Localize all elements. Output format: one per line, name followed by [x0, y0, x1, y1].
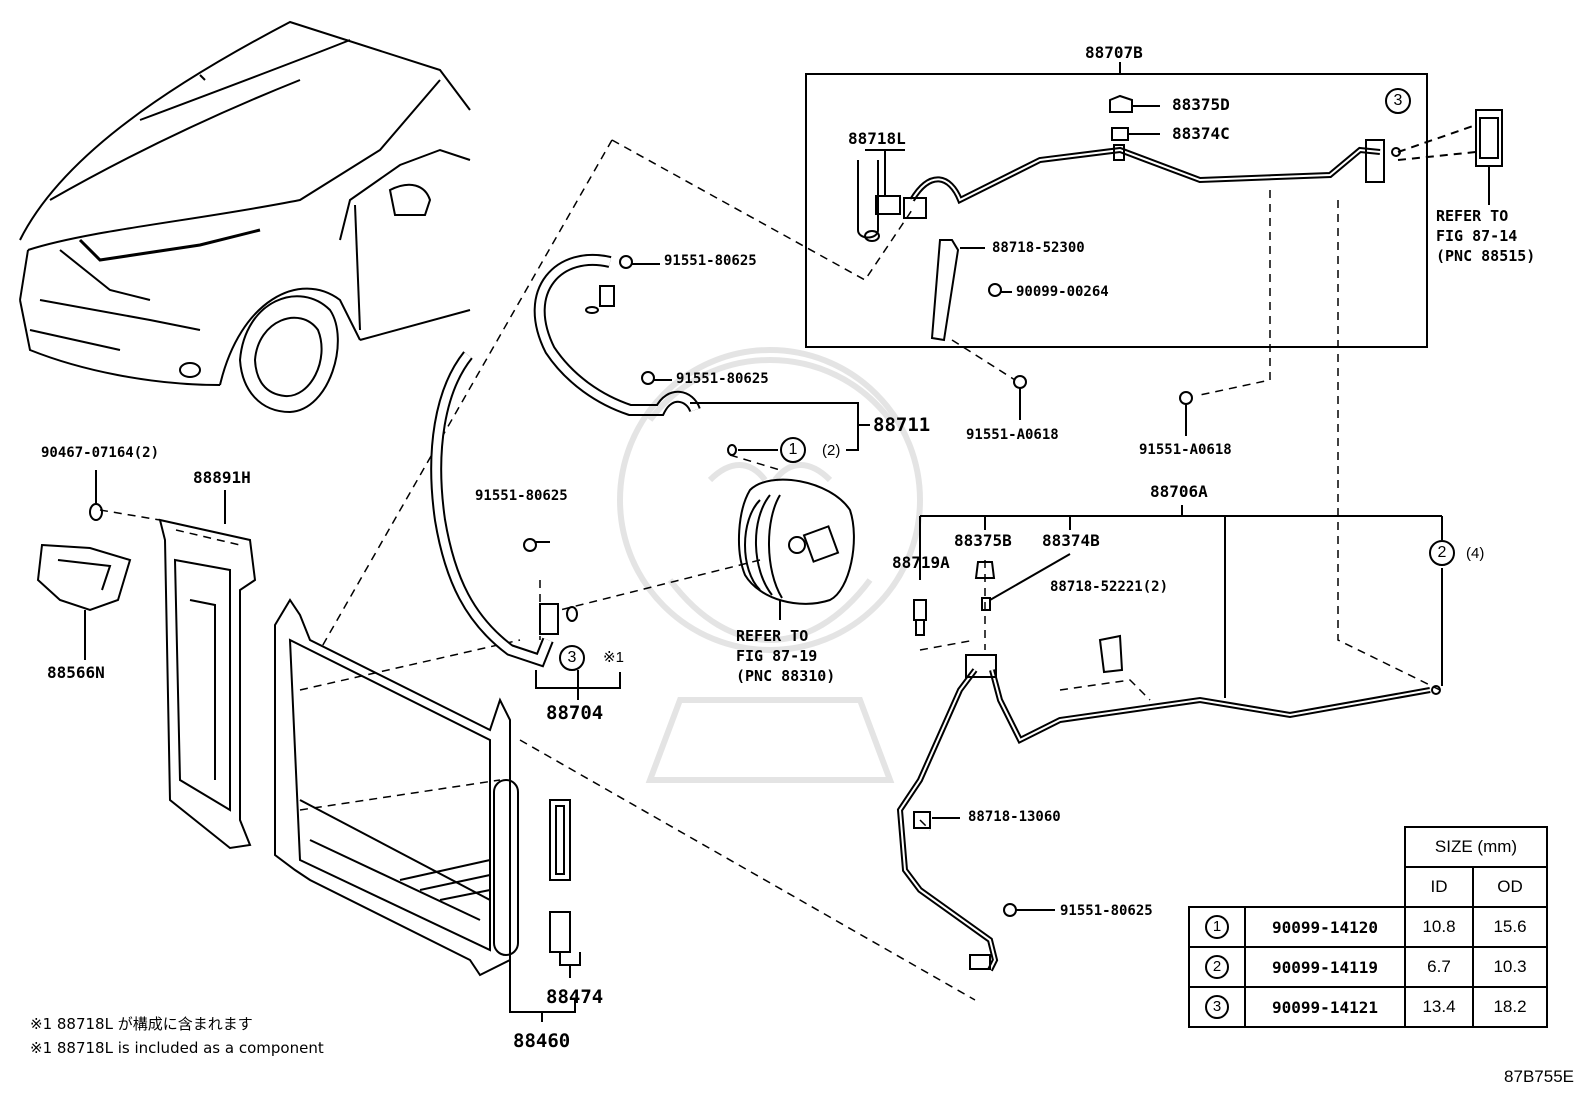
ref-fig-87-19: REFER TO FIG 87-19 (PNC 88310) — [736, 626, 835, 686]
row-part: 90099-14121 — [1244, 986, 1406, 1028]
seal-88566N — [36, 543, 132, 612]
label-91551-80625-mid: 91551-80625 — [676, 371, 769, 387]
row-id: 10.8 — [1404, 906, 1474, 948]
callout-2: 2 — [1429, 540, 1455, 566]
table-row: 2 90099-14119 6.7 10.3 — [1188, 946, 1548, 988]
hose-88711 — [533, 253, 701, 416]
compressor — [737, 478, 855, 620]
col-od: OD — [1472, 866, 1548, 908]
label-88718-13060: 88718-13060 — [968, 809, 1061, 825]
condenser — [274, 598, 576, 1022]
label-88374B: 88374B — [1042, 531, 1100, 550]
row-od: 10.3 — [1472, 946, 1548, 988]
ref-fig-87-14-line1: REFER TO — [1436, 207, 1509, 225]
size-header: SIZE (mm) — [1404, 826, 1548, 868]
duct-88891H — [158, 518, 257, 850]
size-table: SIZE (mm) ID OD 1 90099-14120 10.8 15.6 … — [1188, 826, 1548, 1028]
row-ref: 1 — [1205, 915, 1229, 939]
row-id: 6.7 — [1404, 946, 1474, 988]
ref-fig-87-14: REFER TO FIG 87-14 (PNC 88515) — [1436, 206, 1535, 266]
col-id: ID — [1404, 866, 1474, 908]
ref-fig-87-19-line2: FIG 87-19 — [736, 647, 818, 665]
label-88718-52221: 88718-52221(2) — [1050, 579, 1169, 595]
callout-3-top: 3 — [1385, 88, 1411, 114]
label-88711: 88711 — [873, 414, 931, 436]
vehicle-illustration — [19, 20, 471, 414]
label-88704: 88704 — [546, 702, 604, 724]
label-88718L: 88718L — [848, 129, 906, 148]
label-88375D: 88375D — [1172, 95, 1230, 114]
label-91551-80625-bottom: 91551-80625 — [1060, 903, 1153, 919]
callout-3-left: 3 — [559, 645, 585, 671]
ref-fig-87-14-line3: (PNC 88515) — [1436, 247, 1536, 265]
label-91551-A0618-left: 91551-A0618 — [966, 427, 1059, 443]
row-ref: 2 — [1205, 955, 1229, 979]
row-ref: 3 — [1205, 995, 1229, 1019]
row-od: 15.6 — [1472, 906, 1548, 948]
footnote-jp: ※1 88718L が構成に含まれます — [30, 1015, 253, 1033]
table-row: 3 90099-14121 13.4 18.2 — [1188, 986, 1548, 1028]
ref-fig-87-14-line2: FIG 87-14 — [1436, 227, 1518, 245]
label-90467-07164: 90467-07164(2) — [41, 445, 160, 461]
callout-1: 1 — [780, 437, 806, 463]
label-88707B: 88707B — [1085, 43, 1143, 62]
label-88891H: 88891H — [193, 468, 251, 487]
row-id: 13.4 — [1404, 986, 1474, 1028]
row-part: 90099-14120 — [1244, 906, 1406, 948]
label-91551-80625-left: 91551-80625 — [475, 488, 568, 504]
hose-88704 — [430, 351, 554, 668]
label-91551-80625-top: 91551-80625 — [664, 253, 757, 269]
label-88374C: 88374C — [1172, 124, 1230, 143]
ref-fig-87-19-line3: (PNC 88310) — [736, 667, 836, 685]
row-part: 90099-14119 — [1244, 946, 1406, 988]
label-88474: 88474 — [546, 986, 604, 1008]
label-88375B: 88375B — [954, 531, 1012, 550]
callout-1-qty: (2) — [822, 442, 841, 459]
label-91551-A0618-right: 91551-A0618 — [1139, 442, 1232, 458]
box-88707B — [805, 73, 1428, 348]
ref-fig-87-19-line1: REFER TO — [736, 627, 809, 645]
label-90099-00264: 90099-00264 — [1016, 284, 1109, 300]
label-88719A: 88719A — [892, 553, 950, 572]
label-88706A: 88706A — [1150, 482, 1208, 501]
table-row: 1 90099-14120 10.8 15.6 — [1188, 906, 1548, 948]
figure-code: 87B755E — [1504, 1067, 1574, 1086]
footnote-en: ※1 88718L is included as a component — [30, 1039, 324, 1057]
callout-2-qty: (4) — [1466, 545, 1485, 562]
row-od: 18.2 — [1472, 986, 1548, 1028]
note-mark: ※1 — [603, 649, 624, 666]
label-88718-52300: 88718-52300 — [992, 240, 1085, 256]
label-88566N: 88566N — [47, 663, 105, 682]
label-88460: 88460 — [513, 1030, 571, 1052]
